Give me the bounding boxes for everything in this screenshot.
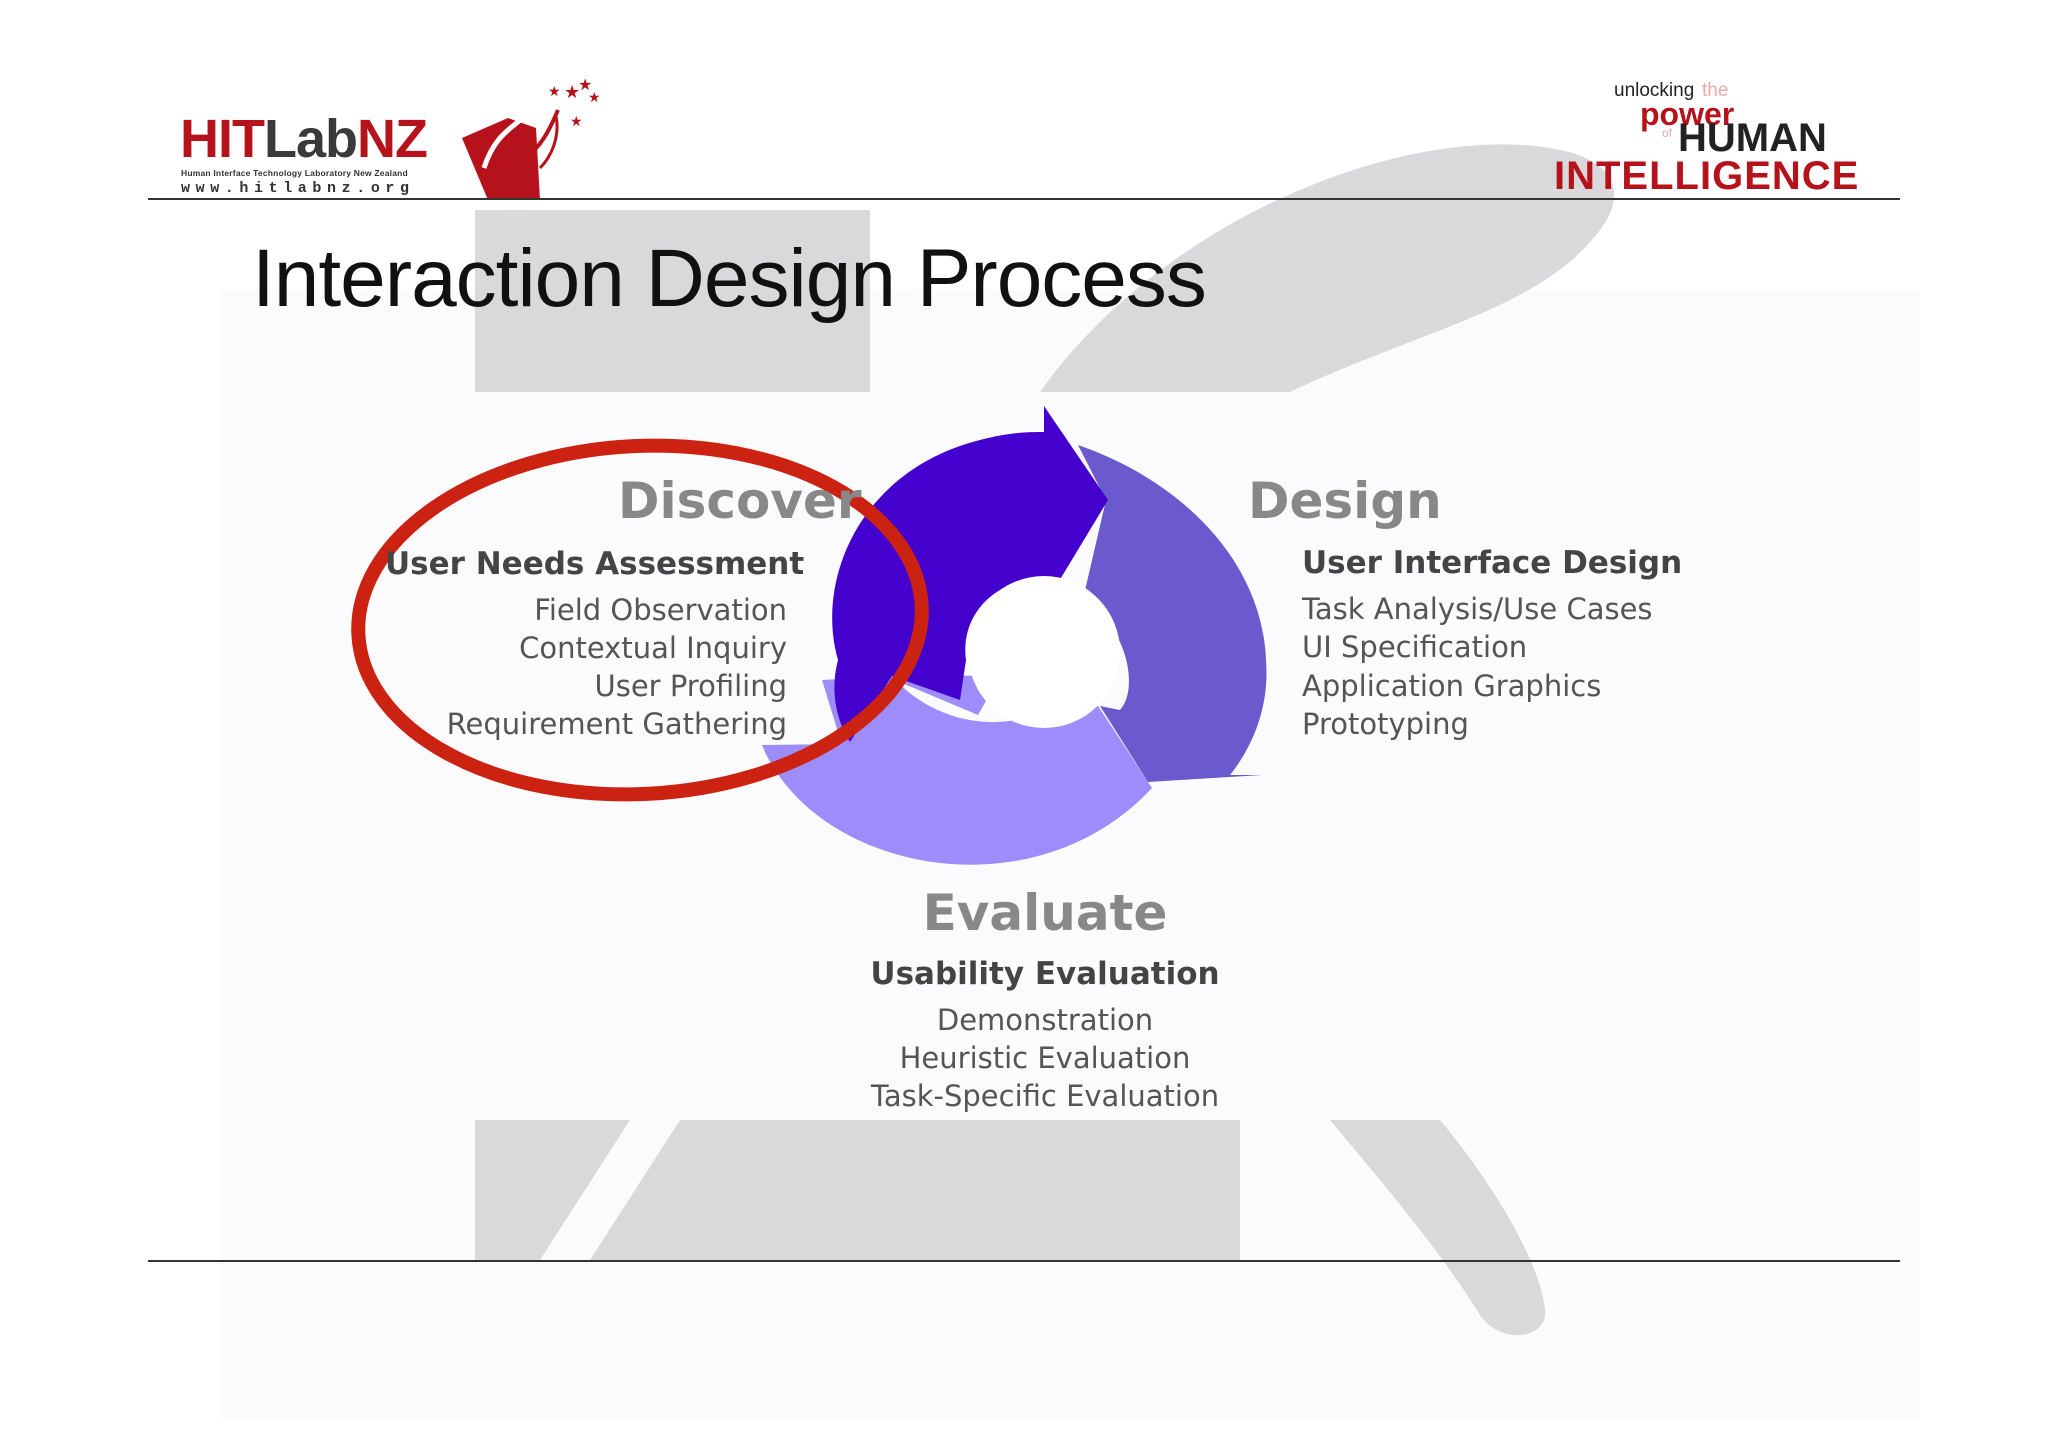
svg-text:★: ★ xyxy=(578,76,592,94)
discover-arrow xyxy=(832,406,1108,660)
design-arrow xyxy=(1078,445,1267,782)
hitlabnz-logo: HITLabNZ Human Interface Technology Labo… xyxy=(178,76,600,200)
hitlabnz-wordmark: HITLabNZ xyxy=(180,109,428,169)
svg-text:★: ★ xyxy=(570,114,583,130)
discover-item: Requirement Gathering xyxy=(446,707,787,741)
design-subheading: User Interface Design xyxy=(1302,545,1683,581)
discover-highlight-ellipse xyxy=(351,438,929,802)
discover-subheading: User Needs Assessment xyxy=(385,546,805,582)
discover-arrow-base xyxy=(834,660,966,742)
evaluate-arrowhead xyxy=(883,675,1000,715)
evaluate-item: Heuristic Evaluation xyxy=(899,1041,1191,1075)
evaluate-item: Demonstration xyxy=(936,1003,1154,1037)
design-item: Application Graphics xyxy=(1302,669,1602,703)
discover-item: User Profiling xyxy=(594,669,788,703)
slide-title: Interaction Design Process xyxy=(252,233,1207,324)
design-item: Task Analysis/Use Cases xyxy=(1302,592,1653,626)
footer-divider xyxy=(148,1260,1900,1262)
hitlabnz-subtitle: Human Interface Technology Laboratory Ne… xyxy=(181,168,408,178)
cycle-center xyxy=(968,576,1120,728)
design-item: Prototyping xyxy=(1302,707,1469,741)
discover-item: Field Observation xyxy=(534,593,787,627)
svg-text:★: ★ xyxy=(588,90,600,106)
design-heading: Design xyxy=(1248,472,1442,530)
svg-text:★: ★ xyxy=(548,84,561,100)
unlocking-human-intelligence-logo: unlocking the power of HUMAN INTELLIGENC… xyxy=(1554,80,1860,198)
discover-heading: Discover xyxy=(618,472,862,530)
evaluate-heading: Evaluate xyxy=(922,884,1168,942)
hitlabnz-figure-icon: ★ ★ ★ ★ ★ xyxy=(462,76,600,200)
evaluate-subheading: Usability Evaluation xyxy=(870,956,1220,992)
hitlabnz-url: www.hitlabnz.org xyxy=(181,180,415,197)
svg-text:★: ★ xyxy=(564,82,580,103)
design-item: UI Specification xyxy=(1302,630,1528,664)
evaluate-item: Task-Specific Evaluation xyxy=(870,1079,1220,1113)
header-divider xyxy=(148,198,1900,200)
discover-item: Contextual Inquiry xyxy=(519,631,787,665)
